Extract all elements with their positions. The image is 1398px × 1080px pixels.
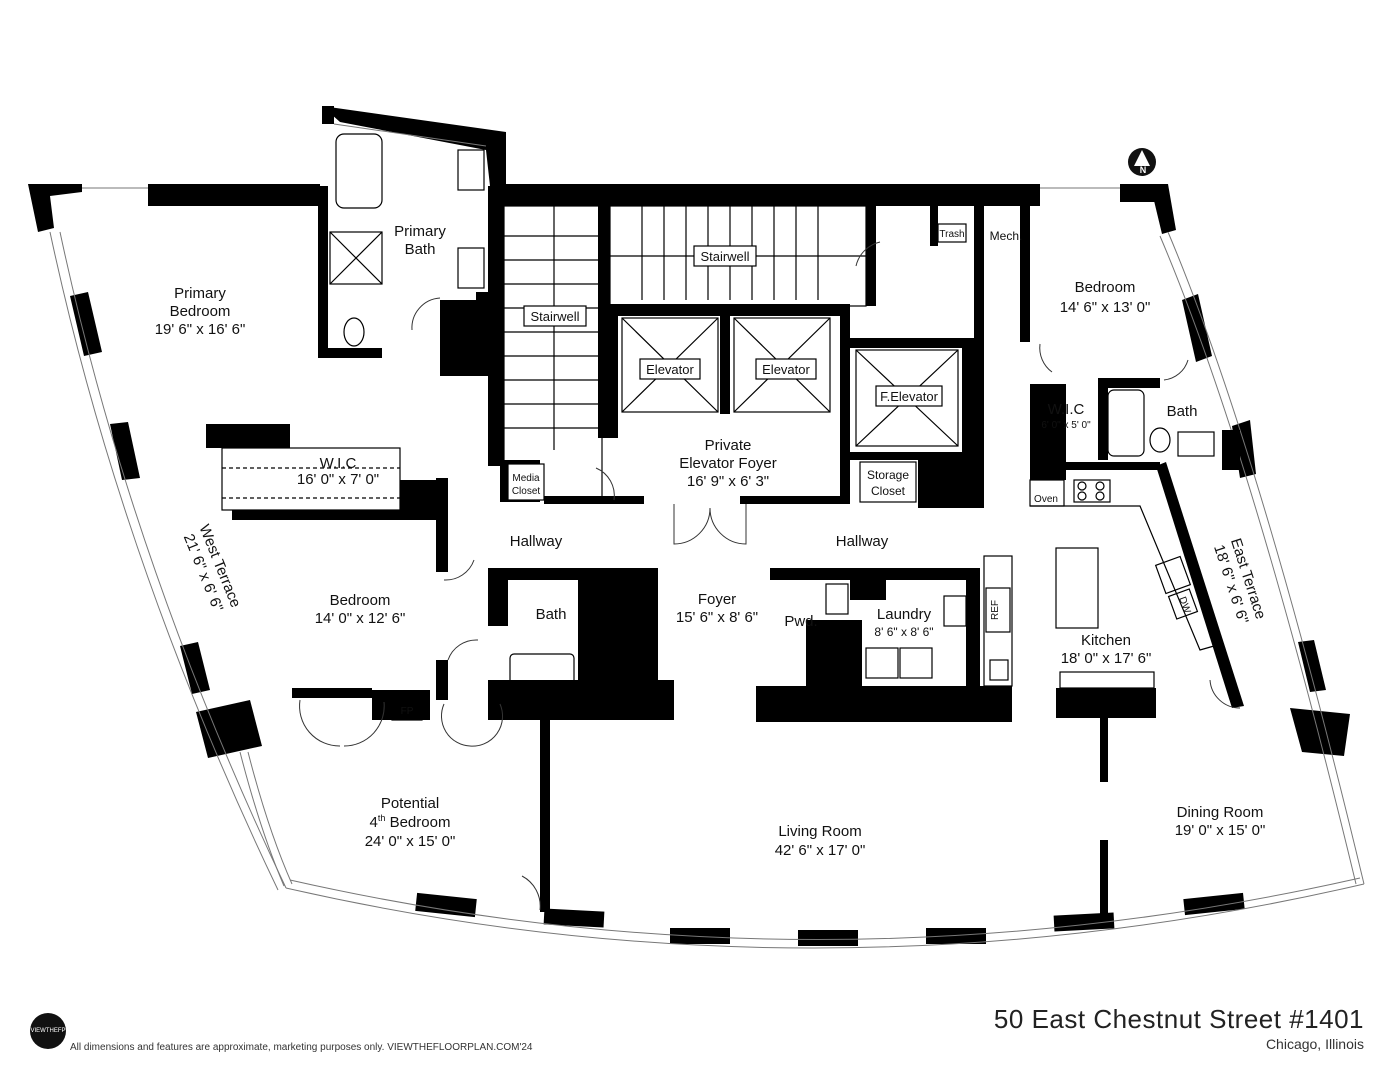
dining-room-dims: 19' 0" x 15' 0" — [1175, 822, 1266, 839]
potential-bedroom-number: 4 — [370, 814, 378, 831]
address-title: 50 East Chestnut Street #1401 — [993, 1004, 1364, 1034]
pwd-label: Pwd. — [784, 613, 817, 630]
primary-bedroom-label: Primary — [174, 285, 226, 302]
primary-bath-label: Primary — [394, 223, 446, 240]
private-foyer-label: Private — [705, 437, 752, 454]
wic-west-dims: 16' 0" x 7' 0" — [297, 471, 379, 488]
storage-closet-label-2: Closet — [871, 484, 906, 498]
viewthefp-logo: VIEWTHEFP — [30, 1013, 66, 1049]
bedroom-west-dims: 14' 0" x 12' 6" — [315, 610, 406, 627]
stairwell-left-label: Stairwell — [530, 309, 579, 324]
bedroom-west-label: Bedroom — [330, 592, 391, 609]
primary-bedroom-dims: 19' 6" x 16' 6" — [155, 321, 246, 338]
dining-room-label: Dining Room — [1177, 804, 1264, 821]
potential-bedroom-sup: th — [378, 813, 386, 823]
potential-bedroom-label: Potential — [381, 795, 439, 812]
wic-west-label: W.I.C — [320, 455, 357, 472]
elevator-1-label: Elevator — [646, 362, 694, 377]
wic-east-dims: 6' 0" x 5' 0" — [1041, 420, 1091, 431]
foyer-label: Foyer — [698, 591, 736, 608]
living-room-label: Living Room — [778, 823, 861, 840]
potential-bedroom-dims: 24' 0" x 15' 0" — [365, 833, 456, 850]
ref-label: REF — [990, 600, 1001, 620]
doors — [299, 241, 1241, 911]
fp-label: FP — [401, 706, 414, 717]
mech-label: Mech. — [990, 229, 1023, 243]
wic-east-label: W.I.C — [1048, 401, 1085, 418]
north-compass-icon: N — [1128, 148, 1156, 176]
disclaimer: All dimensions and features are approxim… — [70, 1042, 533, 1053]
laundry-label: Laundry — [877, 606, 932, 623]
trash-label: Trash — [939, 229, 964, 240]
kitchen-label: Kitchen — [1081, 632, 1131, 649]
exterior-walls — [28, 106, 1350, 946]
media-closet-label: Media — [512, 473, 540, 484]
oven-label: Oven — [1034, 494, 1058, 505]
bath-east-label: Bath — [1167, 403, 1198, 420]
media-closet-label-2: Closet — [512, 486, 541, 497]
elevator-2-label: Elevator — [762, 362, 810, 377]
hallway-right-label: Hallway — [836, 533, 889, 550]
svg-text:N: N — [1140, 165, 1147, 175]
f-elevator-label: F.Elevator — [880, 389, 938, 404]
living-room-dims: 42' 6" x 17' 0" — [775, 842, 866, 859]
private-foyer-dims: 16' 9" x 6' 3" — [687, 473, 769, 490]
city-subtitle: Chicago, Illinois — [1265, 1036, 1364, 1052]
hallway-left-label: Hallway — [510, 533, 563, 550]
storage-closet-label: Storage — [867, 468, 909, 482]
bedroom-east-label: Bedroom — [1075, 279, 1136, 296]
bath-center-label: Bath — [536, 606, 567, 623]
foyer-dims: 15' 6" x 8' 6" — [676, 609, 758, 626]
kitchen-dims: 18' 0" x 17' 6" — [1061, 650, 1152, 667]
potential-bedroom-label-2: 4th Bedroom — [370, 813, 451, 831]
dw-label: DW — [1176, 595, 1192, 615]
potential-bedroom-word: Bedroom — [385, 814, 450, 831]
laundry-dims: 8' 6" x 8' 6" — [874, 625, 933, 639]
interior-walls — [206, 186, 1244, 920]
stairwell-right-label: Stairwell — [700, 249, 749, 264]
windows — [49, 123, 1365, 949]
primary-bedroom-label-2: Bedroom — [170, 303, 231, 320]
bedroom-east-dims: 14' 6" x 13' 0" — [1060, 299, 1151, 316]
primary-bath-label-2: Bath — [405, 241, 436, 258]
private-foyer-label-2: Elevator Foyer — [679, 455, 777, 472]
